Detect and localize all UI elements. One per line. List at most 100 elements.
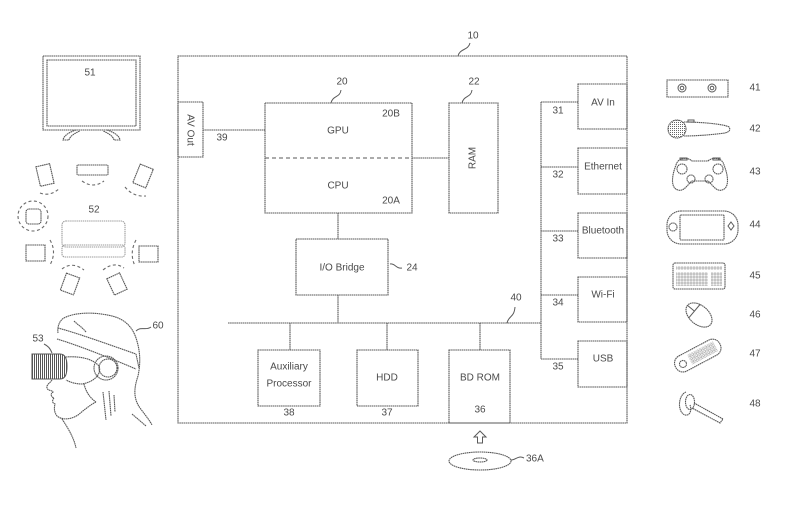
peripheral-43: 43 xyxy=(671,157,761,191)
insert-arrow-icon xyxy=(472,430,488,444)
peripheral-42: 42 xyxy=(667,119,761,139)
system-unit-outline xyxy=(177,55,628,424)
peripheral-46: 46 xyxy=(685,302,761,328)
subwoofer xyxy=(25,208,42,225)
av-out-ref: 39 xyxy=(216,133,228,144)
hdd-box xyxy=(356,349,419,407)
ram-label: RAM xyxy=(468,147,479,169)
ram-box xyxy=(448,102,499,214)
user-ref: 60 xyxy=(152,321,164,332)
user-with-hmd: 53 60 xyxy=(31,312,164,449)
processor-block: GPU 20B CPU 20A 20 xyxy=(264,77,449,239)
port-box xyxy=(577,276,628,323)
io-bridge-ref-leader xyxy=(389,263,403,269)
system-unit: 10 xyxy=(177,31,628,424)
ram-block: RAM 22 xyxy=(448,77,499,214)
peripheral-ref: 42 xyxy=(749,124,761,135)
user-ref-leader xyxy=(135,326,152,332)
port-box xyxy=(577,83,628,130)
av-out-label: AV Out xyxy=(185,114,196,146)
head-mounted-display-icon xyxy=(31,353,68,380)
motion-controller-icon xyxy=(667,119,731,139)
disc-ref-leader xyxy=(510,456,525,461)
port-box xyxy=(577,340,628,388)
peripheral-ref: 48 xyxy=(749,399,761,410)
mouse-icon xyxy=(685,302,713,328)
keyboard-icon xyxy=(672,262,726,290)
stereo-camera-icon xyxy=(666,79,729,98)
peripheral-ref: 47 xyxy=(749,349,761,360)
aux-processor-ref: 38 xyxy=(283,408,295,419)
system-bus: 40 xyxy=(228,102,542,359)
port-bluetooth: Bluetooth 33 xyxy=(541,212,628,259)
port-usb: USB 35 xyxy=(541,340,628,388)
bluetooth-headset-icon xyxy=(678,391,724,424)
remote-control-icon xyxy=(673,338,722,373)
port-ethernet: Ethernet 32 xyxy=(541,147,628,195)
processor-ref-leader xyxy=(330,89,342,104)
speaker-center xyxy=(76,164,109,176)
disc-ref: 36A xyxy=(526,454,544,465)
sofa-seat xyxy=(61,244,126,258)
bd-rom-label: BD ROM xyxy=(460,373,500,384)
cpu-label: CPU xyxy=(327,181,348,192)
port-ref: 31 xyxy=(552,106,564,117)
hdd-ref: 37 xyxy=(381,408,393,419)
speaker-side-left xyxy=(25,244,46,262)
aux-processor-block: Auxiliary Processor 38 xyxy=(257,349,321,419)
aux-processor-label-line1: Auxiliary xyxy=(270,362,308,373)
port-wifi: Wi-Fi 34 xyxy=(541,276,628,323)
hdd-label: HDD xyxy=(376,373,398,384)
system-ref: 10 xyxy=(467,31,479,42)
port-box xyxy=(577,147,628,195)
processor-ref: 20 xyxy=(336,77,348,88)
hmd-ref: 53 xyxy=(32,334,44,345)
bd-rom-box xyxy=(448,349,511,424)
peripheral-ref: 45 xyxy=(749,271,761,282)
peripheral-41: 41 xyxy=(666,79,761,98)
handheld-console-icon xyxy=(666,210,739,245)
television-icon xyxy=(42,55,141,141)
port-label: AV In xyxy=(591,98,615,109)
peripheral-ref: 43 xyxy=(749,167,761,178)
surround-sound-52: 52 xyxy=(17,163,159,296)
peripheral-ref: 46 xyxy=(749,310,761,321)
sofa-back xyxy=(61,220,126,248)
system-ref-leader xyxy=(457,42,471,57)
peripheral-44: 44 xyxy=(666,210,761,245)
display-51: 51 xyxy=(42,55,141,141)
bus-ref: 40 xyxy=(510,293,522,304)
optical-disc-icon xyxy=(448,451,512,471)
gamepad-icon xyxy=(671,157,729,191)
peripheral-ref: 41 xyxy=(749,83,761,94)
display-ref: 51 xyxy=(84,68,96,79)
optical-disc: 36A xyxy=(448,430,544,471)
port-ref: 33 xyxy=(552,234,564,245)
port-label: Bluetooth xyxy=(582,226,624,237)
bd-rom-ref: 36 xyxy=(474,405,486,416)
gpu-ref: 20B xyxy=(382,109,400,120)
gpu-label: GPU xyxy=(327,126,349,137)
port-label: USB xyxy=(593,354,614,365)
aux-processor-box xyxy=(257,349,321,407)
hmd-ref-leader xyxy=(43,343,53,354)
peripheral-ref: 44 xyxy=(749,220,761,231)
port-ref: 32 xyxy=(552,170,564,181)
io-bridge-box xyxy=(295,238,389,296)
speaker-rear-left xyxy=(59,272,81,296)
port-ref: 34 xyxy=(552,298,564,309)
av-out-block: AV Out 39 xyxy=(177,101,265,158)
cpu-ref: 20A xyxy=(382,196,400,207)
aux-processor-label-line2: Processor xyxy=(266,379,312,390)
ram-ref-leader xyxy=(461,89,473,104)
io-bridge-label: I/O Bridge xyxy=(319,263,364,274)
speaker-side-right xyxy=(138,245,159,263)
port-av-in: AV In 31 xyxy=(541,83,628,130)
speaker-rear-right xyxy=(106,272,128,296)
speaker-front-left xyxy=(35,163,55,187)
user-head-icon xyxy=(46,312,153,449)
port-ref: 35 xyxy=(552,362,564,373)
hdd-block: HDD 37 xyxy=(356,349,419,419)
io-bridge-ref: 24 xyxy=(406,263,418,274)
